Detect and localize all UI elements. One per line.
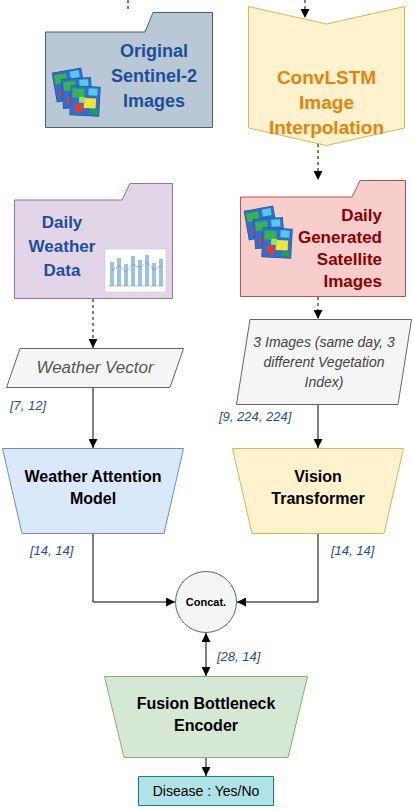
- node-text-block: Fusion Bottleneck Encoder: [121, 693, 291, 737]
- node-label: Weather Vector: [6, 357, 184, 379]
- chart-line: [112, 262, 161, 272]
- connector-arrow: [318, 405, 319, 448]
- node-label: ConvLSTM Image Interpolation: [256, 65, 397, 140]
- tensor-shape-label: [9, 224, 224]: [219, 409, 291, 424]
- chart-bar: [124, 264, 128, 286]
- dashed-stub-arrow: [305, 0, 306, 18]
- tensor-shape-label: [14, 14]: [30, 543, 73, 558]
- node-shape: [139, 777, 274, 806]
- data-folder: Daily Generated Satellite Images: [240, 180, 406, 297]
- node-shape: [15, 184, 173, 299]
- satellite-tile: [69, 85, 101, 117]
- node-label: Vision Transformer: [263, 466, 373, 510]
- node-shape: [237, 320, 412, 405]
- connector-arrow: [93, 388, 94, 448]
- tensor-shape-label: [14, 14]: [331, 543, 374, 558]
- data-folder: Daily Weather Data: [14, 183, 173, 299]
- node-label: Daily Weather Data: [21, 211, 103, 283]
- node-label: Fusion Bottleneck Encoder: [121, 693, 291, 737]
- dashed-stub: [128, 0, 129, 12]
- chart-bar: [110, 262, 114, 286]
- satellite-thumbnail: [52, 68, 101, 117]
- satellite-tile: [244, 206, 279, 241]
- node-shape: [233, 449, 404, 534]
- node-text-block: Weather Attention Model: [13, 466, 173, 510]
- concat-circle: Concat.: [175, 571, 237, 633]
- node-label: 3 Images (same day, 3 different Vegetati…: [252, 332, 396, 392]
- connector-arrow: [237, 534, 318, 602]
- node-shape: [46, 13, 213, 128]
- node-text-block: Vision Transformer: [263, 466, 373, 510]
- node-text-block: Weather Vector: [6, 357, 184, 379]
- weather-chart-thumbnail: [105, 249, 166, 292]
- node-label: Original Sentinel-2 Images: [98, 39, 210, 114]
- satellite-tile: [253, 217, 285, 249]
- node-shape: [241, 181, 406, 297]
- model-trapezoid: Weather Attention Model: [2, 448, 184, 534]
- node-label: Concat.: [175, 595, 237, 609]
- process-banner: ConvLSTM Image Interpolation: [248, 6, 405, 146]
- chart-axis: [108, 286, 164, 287]
- node-shape: [249, 7, 405, 146]
- node-text-block: ConvLSTM Image Interpolation: [256, 65, 397, 140]
- node-shape: [176, 572, 237, 633]
- connector-arrow: [318, 297, 319, 319]
- node-label: Daily Generated Satellite Images: [270, 205, 382, 293]
- io-parallelogram: 3 Images (same day, 3 different Vegetati…: [236, 319, 412, 405]
- chart-frame: [105, 249, 166, 292]
- node-text-block: Daily Generated Satellite Images: [270, 205, 382, 293]
- node-text-block: Daily Weather Data: [21, 211, 103, 283]
- io-parallelogram: Weather Vector: [6, 348, 184, 388]
- chart-bar: [131, 256, 135, 286]
- tensor-shape-label: [7, 12]: [10, 398, 46, 413]
- output-box: Disease : Yes/No: [138, 776, 274, 806]
- connector-arrow: [93, 534, 175, 602]
- connector-arrow: [206, 633, 207, 676]
- satellite-thumbnail: [244, 206, 293, 259]
- chart-bar: [152, 263, 156, 286]
- model-trapezoid: Vision Transformer: [232, 448, 404, 534]
- node-text-block: Original Sentinel-2 Images: [98, 39, 210, 114]
- node-text-block: Disease : Yes/No: [138, 782, 274, 800]
- node-text-block: 3 Images (same day, 3 different Vegetati…: [252, 332, 396, 392]
- node-shape: [105, 677, 308, 758]
- satellite-tile: [261, 227, 293, 259]
- chart-bar: [159, 259, 163, 286]
- satellite-tile: [61, 77, 93, 109]
- model-trapezoid: Fusion Bottleneck Encoder: [104, 676, 308, 758]
- node-shape: [7, 349, 184, 388]
- connector-arrow: [206, 758, 207, 776]
- node-label: Weather Attention Model: [13, 466, 173, 510]
- node-shape: [3, 449, 184, 534]
- connector-arrow: [93, 299, 94, 348]
- chart-bar: [138, 260, 142, 286]
- satellite-tile: [52, 68, 87, 103]
- chart-bar: [145, 255, 149, 286]
- node-label: Disease : Yes/No: [138, 782, 274, 800]
- input-folder: Original Sentinel-2 Images: [45, 12, 213, 128]
- chart-bar: [117, 258, 121, 286]
- tensor-shape-label: [28, 14]: [217, 649, 260, 664]
- node-text-block: Concat.: [175, 595, 237, 609]
- connector-arrow: [318, 144, 319, 180]
